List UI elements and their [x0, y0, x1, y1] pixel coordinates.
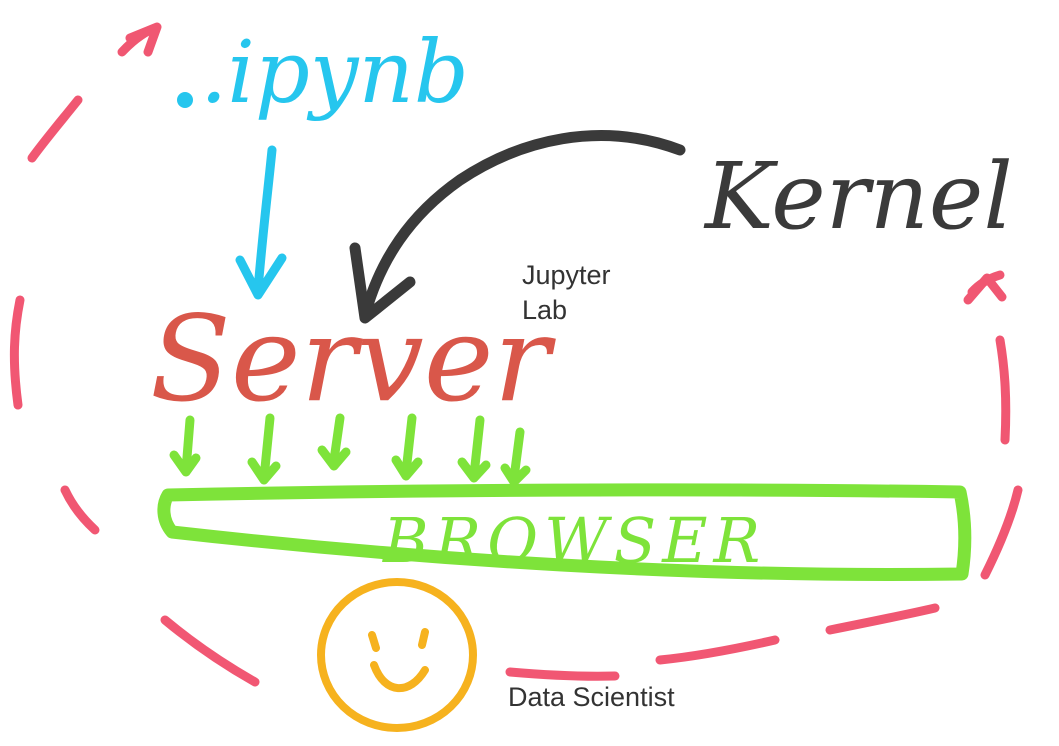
ipynb-to-server-arrow — [235, 145, 287, 300]
ipynb-label: .ipynb — [177, 23, 469, 123]
ipynb-dot — [177, 92, 193, 108]
down-arrow-icon — [247, 413, 281, 485]
kernel-label: Kernel — [703, 143, 1013, 250]
down-arrow-icon — [317, 413, 351, 471]
data-scientist-label: Data Scientist — [508, 682, 675, 712]
down-arrow-icon — [169, 415, 201, 477]
down-arrow-icon — [500, 427, 531, 487]
server-label: Server — [150, 290, 557, 428]
kernel-to-server-arrow — [349, 130, 686, 324]
browser-label: BROWSER — [382, 504, 766, 577]
smiley-face-icon — [317, 578, 477, 732]
jupyter-lab-label-line2: Lab — [522, 295, 567, 325]
ipynb-text: .ipynb — [200, 23, 469, 123]
jupyter-lab-label-line1: Jupyter — [522, 260, 611, 290]
jupyterlab-boundary — [9, 22, 1023, 687]
browser-box — [157, 483, 972, 582]
server-to-browser-arrows — [169, 413, 531, 487]
down-arrow-icon — [457, 415, 491, 483]
down-arrow-icon — [391, 413, 423, 481]
